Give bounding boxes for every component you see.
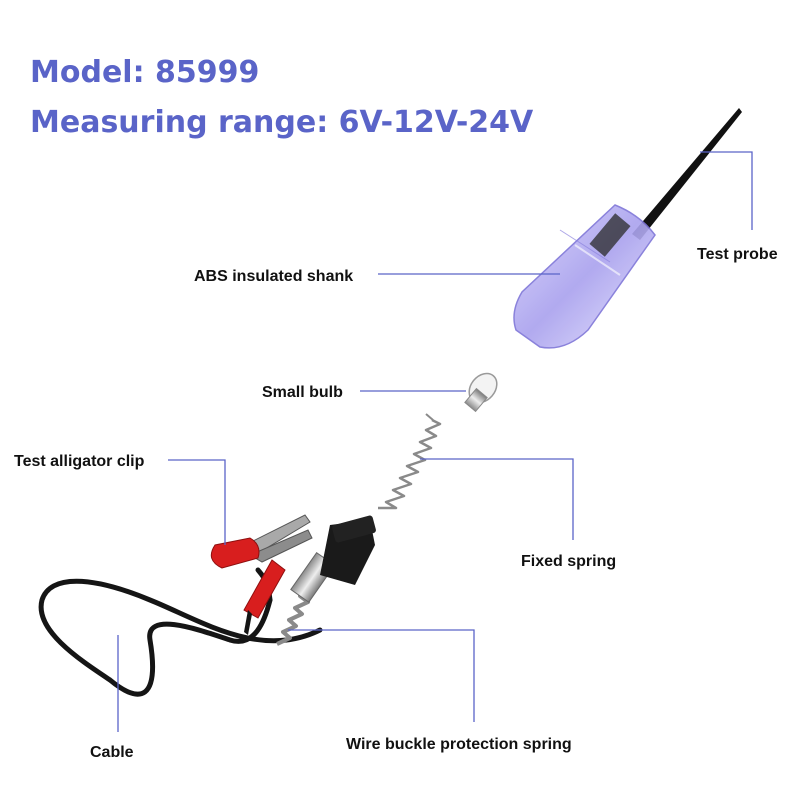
wire-buckle-spring-illustration [276,515,376,646]
abs-shank-illustration [513,204,656,349]
label-fixed-spring: Fixed spring [521,553,616,570]
label-test-probe: Test probe [697,246,778,263]
alligator-clip-icon [210,514,313,635]
label-small-bulb: Small bulb [262,384,343,401]
model-title: Model: 85999 [30,55,259,90]
label-alligator-clip: Test alligator clip [14,453,145,470]
cable-illustration [38,567,323,697]
spring-icon [378,413,442,510]
bulb-icon [464,372,498,413]
label-wire-spring: Wire buckle protection spring [346,736,572,753]
label-abs-shank: ABS insulated shank [194,268,353,285]
label-cable: Cable [90,744,134,761]
leader-alligator-clip [168,459,226,545]
leader-test-probe [700,151,753,230]
probe-tip-icon [632,108,742,240]
leader-fixed-spring [420,458,574,540]
measuring-range-title: Measuring range: 6V-12V-24V [30,105,534,140]
leader-wire-spring [288,629,475,722]
